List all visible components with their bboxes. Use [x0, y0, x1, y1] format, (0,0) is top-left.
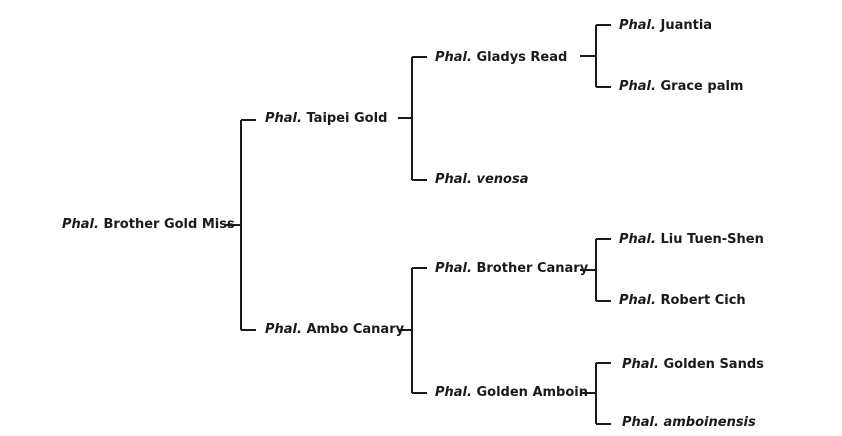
connector-ambo-canary	[398, 267, 427, 394]
connector-root	[226, 119, 256, 331]
node-name: Brother Gold Miss	[103, 217, 235, 232]
node-name: Brother Canary	[476, 261, 589, 276]
node-golden-sands: Phal. Golden Sands	[622, 357, 764, 373]
node-gladys-read: Phal. Gladys Read	[435, 50, 567, 66]
node-name: Taipei Gold	[306, 111, 388, 126]
node-name: Grace palm	[660, 79, 744, 94]
genus-label: Phal.	[435, 385, 472, 400]
genus-label: Phal.	[619, 79, 656, 94]
genus-label: Phal.	[435, 172, 472, 187]
node-name: amboinensis	[663, 415, 756, 430]
node-name: Juantia	[660, 18, 713, 33]
genus-label: Phal.	[619, 232, 656, 247]
genus-label: Phal.	[622, 357, 659, 372]
genus-label: Phal.	[619, 293, 656, 308]
connector-golden-amboin	[580, 362, 611, 425]
node-name: Golden Amboin	[476, 385, 588, 400]
node-name: venosa	[476, 172, 529, 187]
node-name: Ambo Canary	[306, 322, 405, 337]
node-venosa: Phal. venosa	[435, 172, 528, 188]
node-robert-cich: Phal. Robert Cich	[619, 293, 746, 309]
node-name: Gladys Read	[476, 50, 568, 65]
genus-label: Phal.	[62, 217, 99, 232]
node-name: Golden Sands	[663, 357, 764, 372]
genus-label: Phal.	[622, 415, 659, 430]
node-ambo-canary: Phal. Ambo Canary	[265, 322, 404, 338]
node-name: Liu Tuen-Shen	[660, 232, 764, 247]
node-brother-canary: Phal. Brother Canary	[435, 261, 588, 277]
connector-taipei-gold	[398, 56, 427, 181]
node-taipei-gold: Phal. Taipei Gold	[265, 111, 387, 127]
node-name: Robert Cich	[660, 293, 746, 308]
genus-label: Phal.	[265, 322, 302, 337]
genus-label: Phal.	[435, 261, 472, 276]
connector-gladys-read	[580, 24, 611, 88]
genus-label: Phal.	[265, 111, 302, 126]
genus-label: Phal.	[435, 50, 472, 65]
connector-brother-canary	[580, 238, 611, 302]
node-brother-gold-miss: Phal. Brother Gold Miss	[62, 217, 235, 233]
node-grace-palm: Phal. Grace palm	[619, 79, 743, 95]
genus-label: Phal.	[619, 18, 656, 33]
node-juantia: Phal. Juantia	[619, 18, 712, 34]
node-golden-amboin: Phal. Golden Amboin	[435, 385, 588, 401]
node-liu-tuen-shen: Phal. Liu Tuen-Shen	[619, 232, 764, 248]
node-amboinensis: Phal. amboinensis	[622, 415, 756, 431]
